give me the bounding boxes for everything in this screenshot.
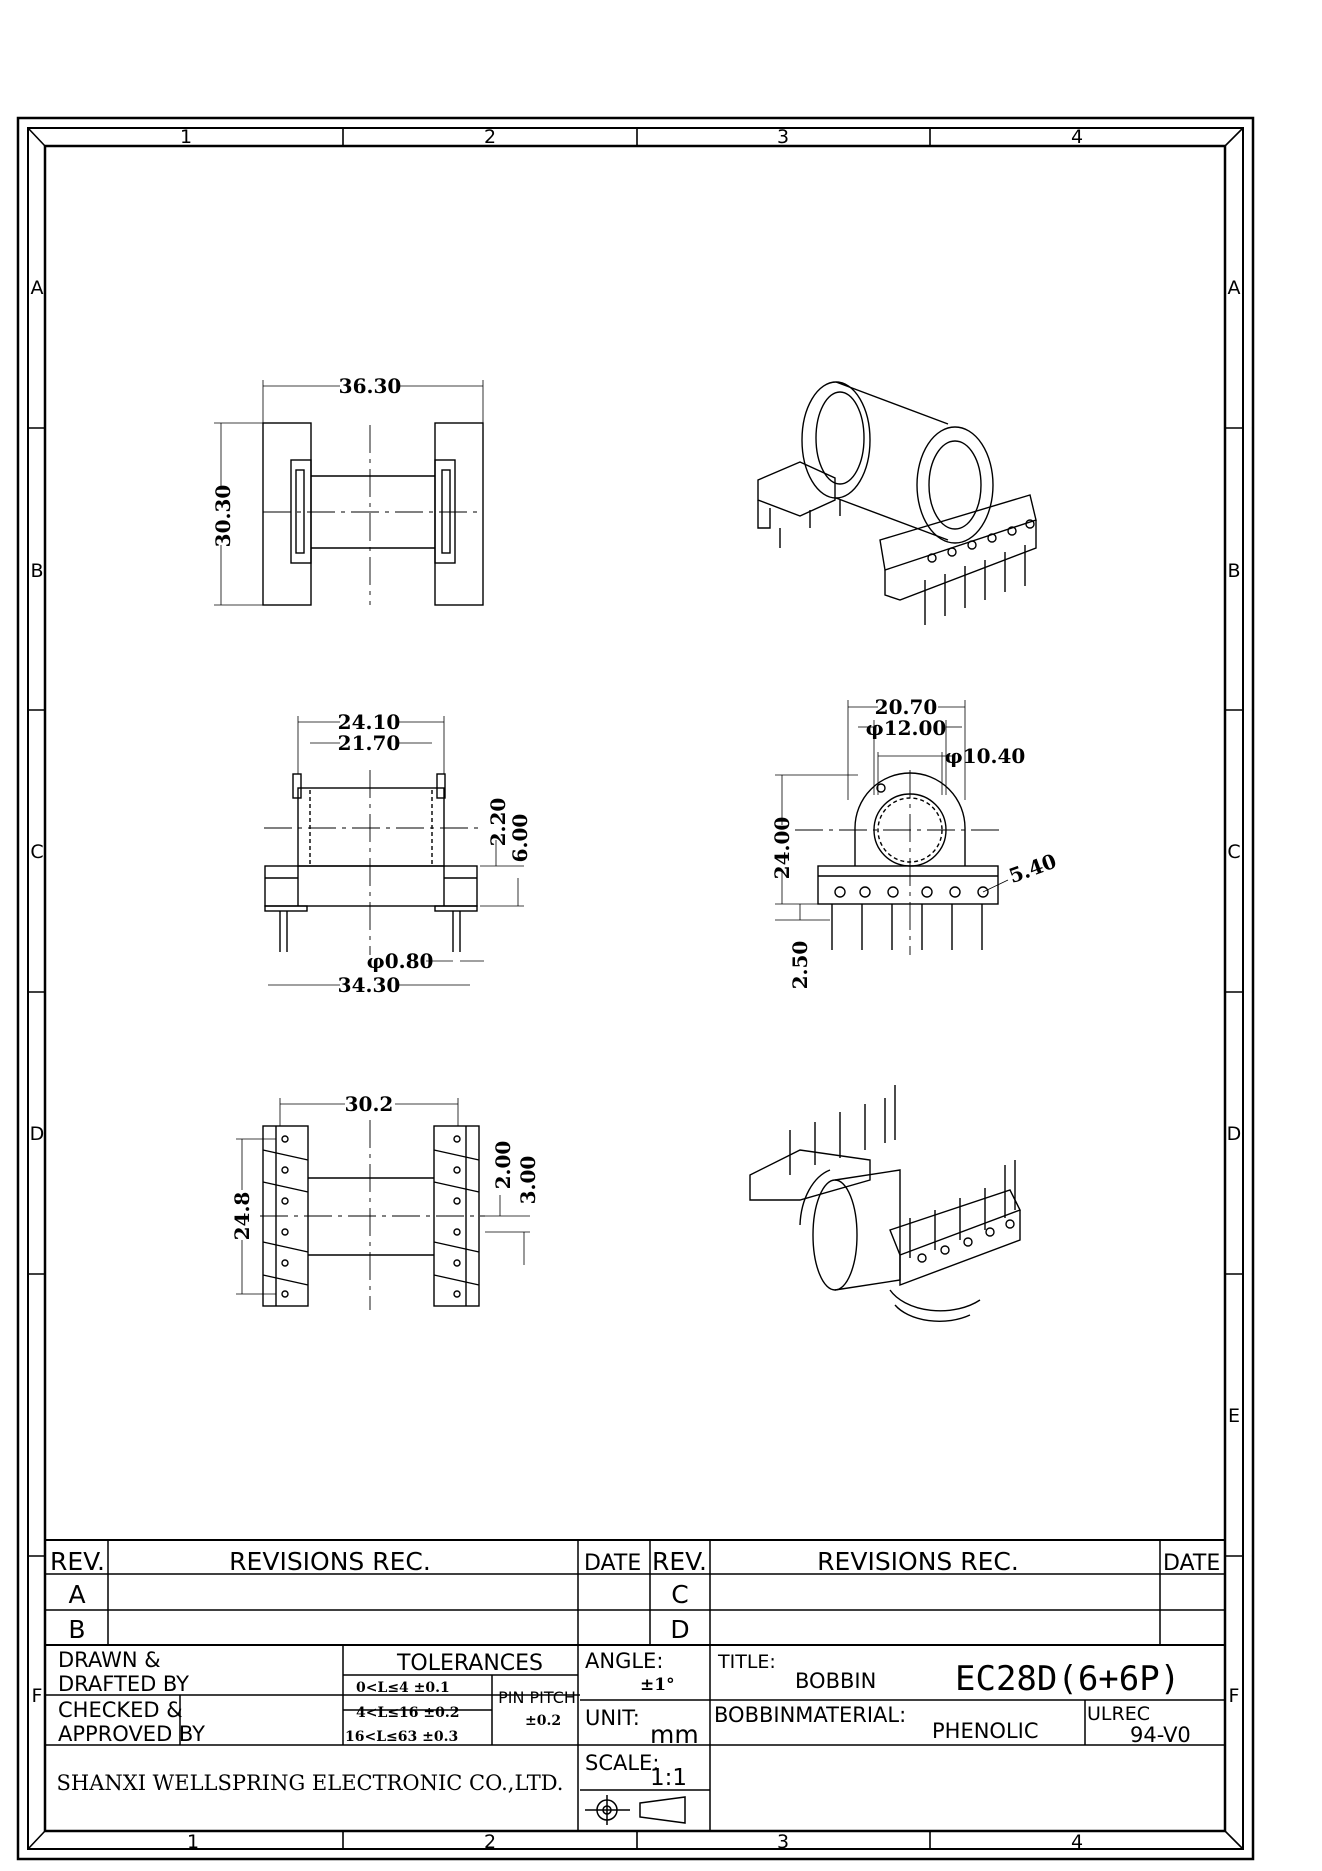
zone-col-3-bottom: 3: [777, 1831, 789, 1853]
tol-row-2: 4<L≤16 ±0.2: [356, 1705, 460, 1721]
unit-value: mm: [650, 1720, 699, 1749]
zone-row-a-right: A: [1228, 277, 1241, 299]
dim-side-pitch: 5.40: [1006, 849, 1060, 888]
dim-bottom-h1: 2.00: [491, 1141, 515, 1190]
dim-side-d1: φ12.00: [866, 716, 947, 740]
tolerances-label: TOLERANCES: [396, 1651, 543, 1676]
dim-front-w2: 21.70: [338, 731, 401, 755]
zone-col-4-bottom: 4: [1071, 1831, 1083, 1853]
iso-view-top: [757, 381, 1037, 625]
scale-value: 1:1: [650, 1765, 687, 1791]
front-view: [264, 716, 524, 986]
zone-row-f-left: F: [32, 1685, 43, 1707]
outer-border: [16, 116, 1255, 1861]
zone-row-b-right: B: [1227, 560, 1240, 582]
zone-row-c-left: C: [30, 841, 43, 863]
drawn-label-2: DRAFTED BY: [58, 1672, 189, 1696]
dim-side-h1: 24.00: [770, 817, 794, 880]
material-label: BOBBINMATERIAL:: [714, 1703, 906, 1727]
middle-border: [27, 127, 1244, 1850]
top-view: [214, 380, 484, 606]
tol-row-1: 0<L≤4 ±0.1: [356, 1680, 450, 1696]
date-header-left: DATE: [584, 1551, 641, 1576]
zone-col-1-top: 1: [180, 126, 192, 148]
scale-label: SCALE:: [585, 1751, 659, 1775]
angle-label: ANGLE:: [585, 1649, 663, 1673]
company-name: SHANXI WELLSPRING ELECTRONIC CO.,LTD.: [57, 1771, 564, 1795]
dim-top-width: 36.30: [339, 374, 402, 398]
zone-col-1-bottom: 1: [187, 1831, 199, 1853]
zone-col-2-bottom: 2: [484, 1831, 496, 1853]
rev-row-d: D: [670, 1615, 689, 1644]
pin-pitch-tol: ±0.2: [525, 1713, 561, 1729]
zone-row-a-left: A: [31, 277, 44, 299]
rev-row-a: A: [68, 1580, 85, 1609]
zone-row-c-right: C: [1227, 841, 1240, 863]
dim-bottom-h: 24.8: [230, 1192, 254, 1241]
checked-label-1: CHECKED &: [58, 1698, 183, 1722]
dim-side-pin: 2.50: [788, 941, 812, 990]
rev-header-left: REV.: [50, 1547, 105, 1576]
zone-row-b-left: B: [30, 560, 43, 582]
rev-row-c: C: [671, 1580, 688, 1609]
dim-side-d2: φ10.40: [945, 744, 1026, 768]
checked-label-2: APPROVED BY: [58, 1722, 205, 1746]
dim-front-w1: 24.10: [338, 710, 401, 734]
inner-border: [43, 144, 1227, 1833]
tol-row-3: 16<L≤63 ±0.3: [345, 1729, 458, 1745]
rev-row-b: B: [68, 1615, 85, 1644]
zone-row-d-right: D: [1227, 1123, 1242, 1145]
revisions-header-right: REVISIONS REC.: [817, 1547, 1019, 1576]
dim-front-h2: 6.00: [508, 814, 532, 863]
zone-row-f-right: F: [1229, 1685, 1240, 1707]
ul-value: 94-V0: [1130, 1723, 1191, 1747]
material-value: PHENOLIC: [932, 1719, 1039, 1743]
unit-label: UNIT:: [585, 1706, 640, 1730]
zone-col-4-top: 4: [1071, 126, 1083, 148]
rev-header-right: REV.: [652, 1547, 707, 1576]
zone-col-3-top: 3: [777, 126, 789, 148]
zone-col-2-top: 2: [484, 126, 496, 148]
ul-label: ULREC: [1087, 1703, 1150, 1725]
zone-row-d-left: D: [30, 1123, 45, 1145]
angle-value: ±1°: [640, 1675, 675, 1695]
date-header-right: DATE: [1163, 1551, 1220, 1576]
drawn-label-1: DRAWN &: [58, 1648, 161, 1672]
dim-bottom-h2: 3.00: [516, 1156, 540, 1205]
pin-pitch-label: PIN PITCH: [498, 1688, 576, 1707]
dim-side-w1: 20.70: [875, 695, 938, 719]
zone-row-e-right: E: [1228, 1405, 1240, 1427]
title-name: BOBBIN: [795, 1669, 876, 1693]
dim-bottom-w: 30.2: [345, 1092, 394, 1116]
dim-front-w3: 34.30: [338, 973, 401, 997]
bottom-view: [236, 1098, 530, 1310]
revisions-header-left: REVISIONS REC.: [229, 1547, 431, 1576]
title-label: TITLE:: [717, 1651, 776, 1673]
dim-top-height: 30.30: [211, 485, 235, 548]
dim-front-h1: 2.20: [486, 798, 510, 847]
title-block-lines: [45, 1539, 1225, 1831]
part-number: EC28D(6+6P): [955, 1659, 1180, 1699]
dim-front-pin-dia: φ0.80: [367, 949, 434, 973]
side-view: [775, 700, 1009, 955]
iso-view-bottom: [749, 1085, 1021, 1322]
